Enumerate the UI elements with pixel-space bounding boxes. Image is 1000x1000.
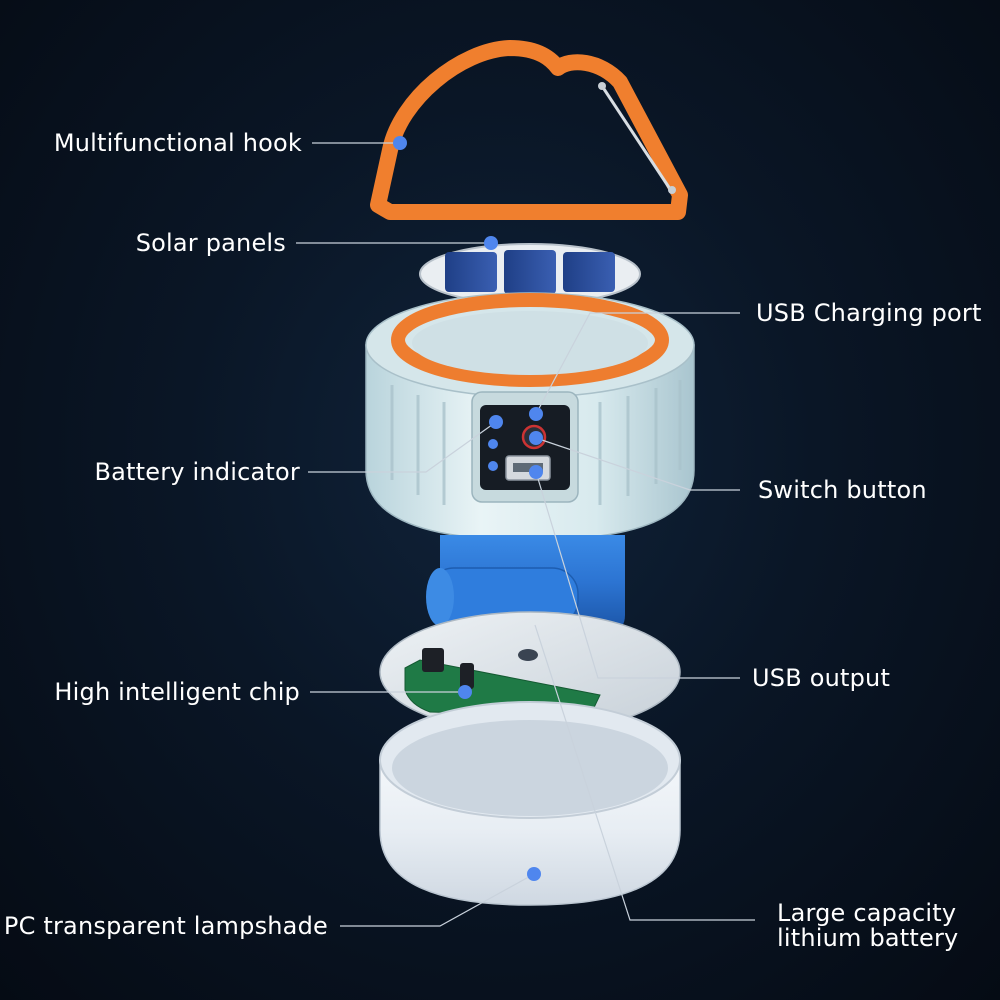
pc-lampshade	[379, 701, 681, 906]
label-usb-charging-port: USB Charging port	[756, 299, 982, 327]
solar-panel	[419, 243, 641, 305]
label-lithium-battery-line2: lithium battery	[777, 924, 959, 952]
label-pc-transparent-lampshade: PC transparent lampshade	[3, 912, 328, 940]
label-multifunctional-hook: Multifunctional hook	[53, 129, 302, 157]
callout-dots	[393, 136, 543, 881]
label-solar-panels: Solar panels	[135, 229, 286, 257]
multifunctional-hook	[370, 40, 688, 220]
label-battery-indicator: Battery indicator	[94, 458, 300, 486]
label-high-intelligent-chip: High intelligent chip	[54, 678, 300, 706]
label-switch-button: Switch button	[758, 476, 927, 504]
label-lithium-battery-line1: Large capacity	[777, 899, 957, 927]
label-usb-output: USB output	[752, 664, 891, 692]
lantern-body	[365, 292, 695, 541]
leader-lines	[296, 142, 755, 927]
